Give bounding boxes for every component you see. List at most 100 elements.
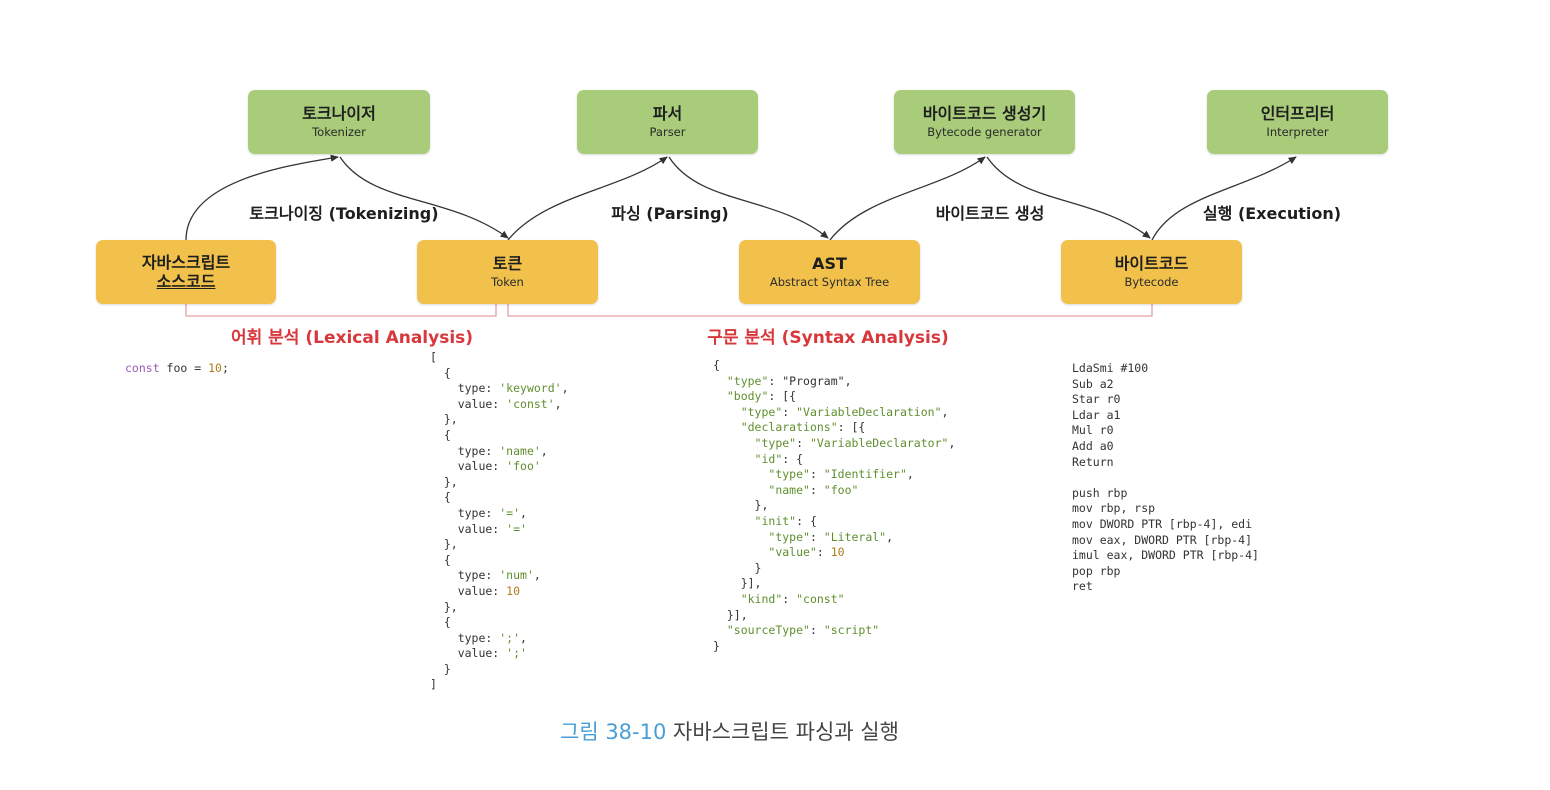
code-token: : — [782, 591, 797, 606]
arrow-bytecode-to-interpreter — [1151, 156, 1297, 241]
code-token: ';' — [506, 646, 527, 661]
code-line: "type": "VariableDeclarator", — [713, 435, 956, 450]
code-token: "VariableDeclaration" — [796, 404, 942, 419]
code-line: { — [713, 358, 720, 372]
code-token — [713, 592, 741, 606]
code-token: : — [809, 482, 824, 497]
code-token — [713, 374, 727, 388]
code-line: Return — [1072, 455, 1114, 469]
code-source: const foo = 10; — [125, 361, 229, 377]
code-line: } — [430, 662, 451, 676]
code-line: value: ';' — [430, 646, 527, 660]
code-token: value: — [430, 396, 507, 411]
code-token: Mul r0 — [1072, 423, 1114, 438]
code-token — [713, 436, 755, 450]
code-token: Star r0 — [1072, 392, 1121, 407]
code-line: "init": { — [713, 514, 817, 528]
code-token: : "Program", — [768, 373, 852, 388]
code-token: { — [713, 358, 720, 372]
code-line: imul eax, DWORD PTR [rbp-4] — [1072, 548, 1259, 562]
code-token: , — [520, 630, 527, 645]
code-line: { — [430, 490, 451, 504]
edge-label-parsing: 파싱 (Parsing) — [611, 204, 729, 223]
code-line: }, — [430, 537, 458, 551]
code-token: Ldar a1 — [1072, 407, 1121, 422]
code-token: , — [948, 435, 956, 450]
code-token: mov DWORD PTR [rbp-4], edi — [1072, 516, 1253, 531]
code-token: : — [796, 435, 810, 450]
code-token: : [{ — [768, 389, 797, 404]
code-line: [ — [430, 350, 437, 364]
code-token: , — [520, 505, 527, 520]
code-token: } — [713, 638, 720, 653]
code-token: }, — [713, 498, 769, 513]
code-line: { — [430, 428, 451, 442]
code-token: "declarations" — [740, 420, 838, 435]
code-token: 10 — [830, 545, 845, 560]
code-token: "type" — [768, 529, 810, 544]
code-token: ';' — [499, 630, 521, 645]
code-token: "sourceType" — [726, 623, 810, 638]
interpreter-node-ko: 인터프리터 — [1260, 104, 1335, 123]
code-line: value: '=' — [430, 522, 527, 536]
code-line: }, — [713, 498, 769, 513]
source-code-line1: 자바스크립트 — [141, 253, 231, 272]
code-token: , — [941, 404, 949, 419]
token-node-ko: 토큰 — [492, 254, 523, 273]
parser-node-ko: 파서 — [652, 104, 683, 123]
code-token: value: — [430, 583, 507, 598]
code-token: , — [533, 568, 541, 583]
code-line: Mul r0 — [1072, 423, 1114, 437]
code-token: , — [540, 443, 548, 458]
code-token: : — [809, 529, 824, 544]
bracket-syntax — [507, 304, 1153, 317]
code-token: , — [554, 396, 562, 411]
parser-node-en: Parser — [649, 125, 686, 139]
code-token: } — [430, 661, 451, 676]
code-token — [713, 483, 768, 497]
code-line: } — [713, 560, 762, 575]
code-token: Add a0 — [1072, 438, 1114, 453]
code-token: "type" — [754, 435, 797, 450]
bytecode-node-en: Bytecode — [1124, 275, 1179, 289]
code-token: [ — [430, 350, 437, 364]
parser-node: 파서 Parser — [577, 90, 758, 154]
code-line: ] — [430, 677, 437, 691]
code-token: "type" — [740, 404, 783, 419]
code-token: mov rbp, rsp — [1072, 501, 1156, 516]
code-line: type: '=', — [430, 506, 527, 520]
code-line: "sourceType": "script" — [713, 623, 879, 637]
code-line: type: 'num', — [430, 568, 541, 582]
code-token: type: — [430, 443, 500, 458]
arrow-parser-to-ast — [668, 156, 829, 239]
code-token: "foo" — [823, 482, 859, 497]
code-token: ] — [430, 677, 437, 692]
code-token: 'keyword' — [499, 381, 562, 396]
code-token — [713, 514, 755, 528]
code-line: { — [430, 615, 451, 629]
code-line: "name": "foo" — [713, 483, 858, 497]
code-token: "value" — [768, 545, 817, 560]
arrow-tokenizer-to-token — [339, 156, 509, 239]
code-line: Add a0 — [1072, 439, 1114, 453]
code-line: value: 'const', — [430, 397, 562, 411]
code-token: mov eax, DWORD PTR [rbp-4] — [1072, 532, 1253, 547]
code-line: }, — [430, 475, 458, 489]
code-token: "body" — [726, 389, 769, 404]
figure-caption: 그림 38-10 자바스크립트 파싱과 실행 — [560, 716, 899, 746]
code-line: type: 'keyword', — [430, 381, 569, 395]
code-token — [713, 389, 727, 403]
code-token: } — [713, 560, 762, 575]
code-token: LdaSmi #100 — [1072, 361, 1149, 375]
code-token: 10 — [208, 361, 222, 375]
code-token: foo = — [159, 361, 209, 375]
code-token: : — [816, 545, 831, 560]
code-token: value: — [430, 459, 507, 474]
code-line: "id": { — [713, 452, 803, 466]
code-line: }, — [430, 412, 458, 426]
tokenizer-node: 토크나이저 Tokenizer — [248, 90, 430, 154]
code-bytecode: LdaSmi #100 Sub a2 Star r0 Ldar a1 Mul r… — [1072, 361, 1259, 595]
code-line: Star r0 — [1072, 392, 1120, 406]
code-line: LdaSmi #100 — [1072, 361, 1148, 375]
